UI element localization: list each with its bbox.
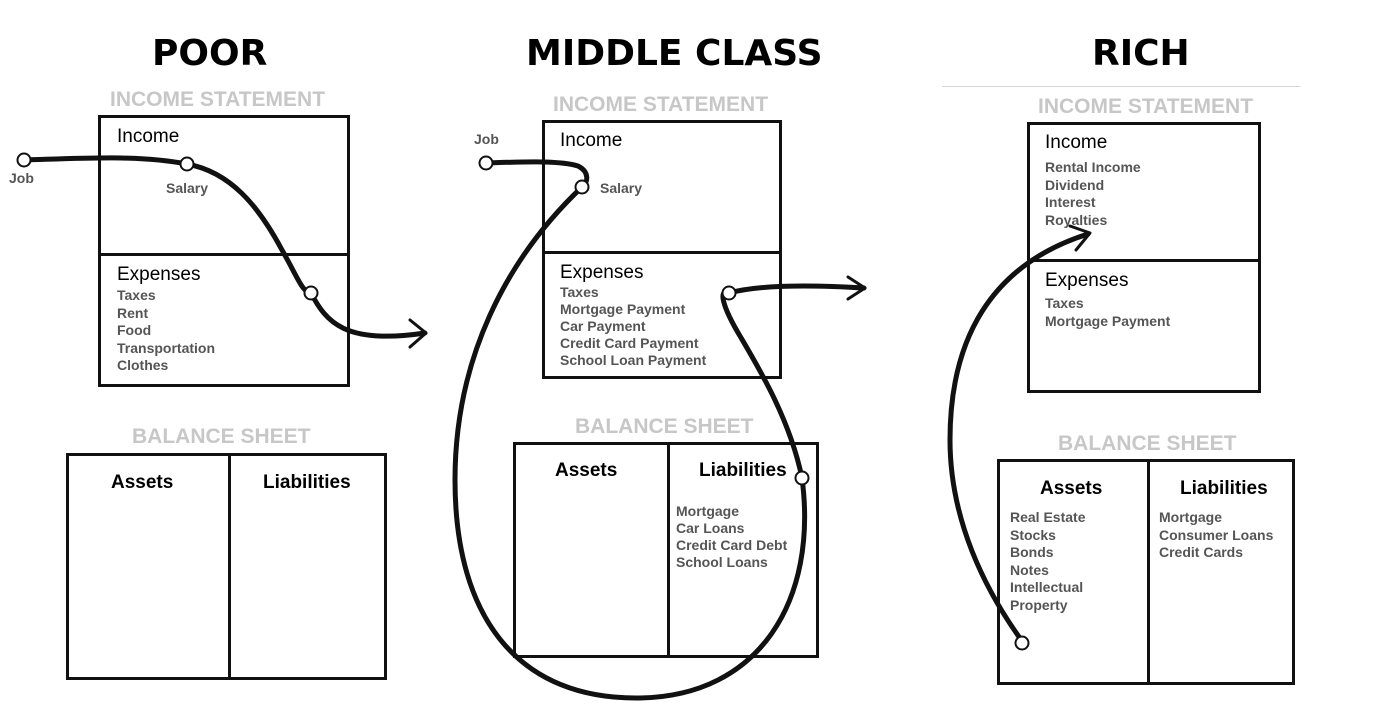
balance-sheet-label-middle: BALANCE SHEET xyxy=(575,415,754,438)
liabilities-heading-middle: Liabilities xyxy=(699,460,787,481)
balance-sheet-label-poor: BALANCE SHEET xyxy=(132,425,311,448)
column-title-middle-class: MIDDLE CLASS xyxy=(526,33,823,74)
list-item: Dividend xyxy=(1045,176,1105,193)
list-item: Notes xyxy=(1010,561,1049,578)
expenses-heading-poor: Expenses xyxy=(117,264,201,285)
source-label-job-poor: Job xyxy=(9,170,34,186)
balance-sheet-label-rich: BALANCE SHEET xyxy=(1058,432,1237,455)
balance-sheet-box-poor: Assets Liabilities xyxy=(66,453,387,680)
list-item: Mortgage xyxy=(676,503,739,519)
title-divider-rich xyxy=(942,86,1300,87)
income-statement-label-middle: INCOME STATEMENT xyxy=(553,93,769,116)
list-item: Mortgage Payment xyxy=(1045,312,1171,329)
list-item: Property xyxy=(1010,596,1068,613)
assets-heading-middle: Assets xyxy=(555,460,618,481)
income-heading-poor: Income xyxy=(117,126,180,147)
list-item: Intellectual xyxy=(1010,579,1084,595)
income-heading-rich: Income xyxy=(1045,132,1108,153)
list-item: School Loan Payment xyxy=(560,352,707,368)
income-item-salary-middle: Salary xyxy=(600,180,643,196)
liabilities-heading-poor: Liabilities xyxy=(263,472,351,493)
list-item: Car Payment xyxy=(560,318,646,334)
flow-node-job-middle xyxy=(478,155,494,171)
income-statement-label-rich: INCOME STATEMENT xyxy=(1038,95,1254,118)
income-item-salary-poor: Salary xyxy=(166,180,209,196)
income-section-rich xyxy=(1030,125,1258,262)
income-statement-label-poor: INCOME STATEMENT xyxy=(110,88,326,111)
list-item: Mortgage xyxy=(1159,509,1222,525)
list-item: Rental Income xyxy=(1045,159,1141,175)
list-item: Interest xyxy=(1045,194,1096,210)
assets-heading-rich: Assets xyxy=(1040,478,1103,499)
flow-arrowhead-middle xyxy=(846,275,867,301)
list-item: Bonds xyxy=(1010,544,1054,560)
source-label-job-middle: Job xyxy=(474,131,499,147)
list-item: Taxes xyxy=(117,287,156,303)
flow-node-job-poor xyxy=(16,152,32,168)
list-item: Credit Cards xyxy=(1159,544,1244,560)
list-item: Taxes xyxy=(560,284,599,300)
list-item: School Loans xyxy=(676,554,768,570)
assets-heading-poor: Assets xyxy=(111,472,174,493)
expenses-heading-middle: Expenses xyxy=(560,262,644,283)
list-item: Clothes xyxy=(117,357,169,373)
list-item: Mortgage Payment xyxy=(560,301,686,317)
list-item: Royalties xyxy=(1045,211,1108,228)
assets-section-rich xyxy=(1000,462,1150,682)
list-item: Car Loans xyxy=(676,520,745,536)
liabilities-heading-rich: Liabilities xyxy=(1180,478,1268,499)
list-item: Transportation xyxy=(117,339,216,356)
list-item: Credit Card Payment xyxy=(560,335,699,351)
list-item: Real Estate xyxy=(1010,509,1086,525)
income-heading-middle: Income xyxy=(560,130,623,151)
list-item: Rent xyxy=(117,304,149,321)
list-item: Food xyxy=(117,322,152,338)
column-title-poor: POOR xyxy=(152,33,268,74)
list-item: Stocks xyxy=(1010,526,1056,543)
flow-arrowhead-poor xyxy=(408,318,428,349)
list-item: Credit Card Debt xyxy=(676,537,788,553)
column-title-rich: RICH xyxy=(1092,33,1190,74)
expenses-heading-rich: Expenses xyxy=(1045,270,1129,291)
list-item: Consumer Loans xyxy=(1159,526,1274,543)
assets-section-poor xyxy=(69,456,231,677)
list-item: Taxes xyxy=(1045,295,1084,311)
